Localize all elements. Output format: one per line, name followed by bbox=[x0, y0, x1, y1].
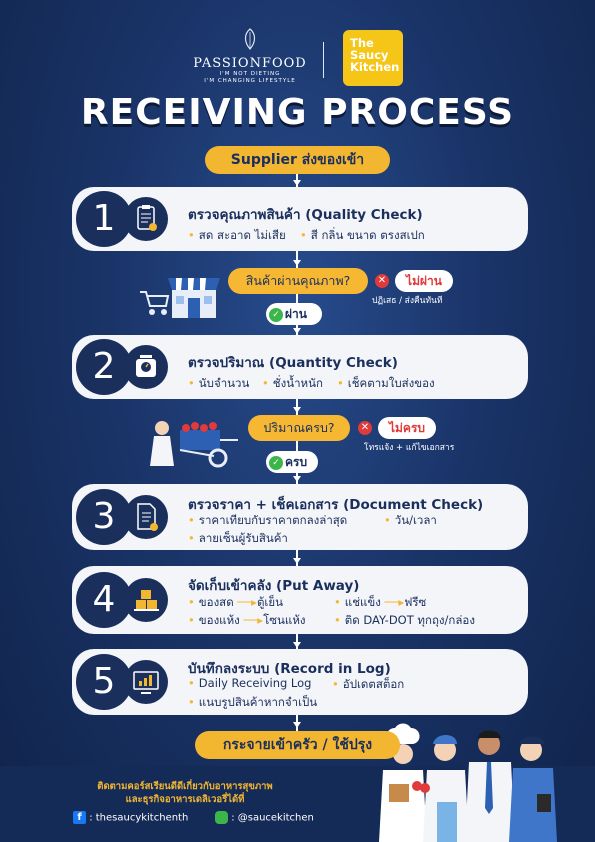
facebook-handle: : thesaucykitchenth bbox=[89, 812, 189, 824]
arrow-right-icon: ──▸ bbox=[380, 595, 405, 609]
step-item: •เช็คตามใบส่งของ bbox=[337, 376, 435, 390]
complete-label: ✓ครบ bbox=[266, 451, 318, 473]
passionfood-logo: PASSIONFOOD I'M NOT DIETING I'M CHANGING… bbox=[190, 56, 310, 85]
step-item: •แนบรูปสินค้าหากจำเป็น bbox=[188, 695, 318, 709]
footer-line-1: ติดตามคอร์สเรียนดีดีเกี่ยวกับอาหารสุขภาพ bbox=[97, 781, 273, 792]
x-mark-icon: ✕ bbox=[358, 421, 372, 435]
start-node: Supplier ส่งของเข้า bbox=[205, 146, 390, 174]
line-handle: : @saucekitchen bbox=[231, 812, 314, 824]
step-card-4: 4 จัดเก็บเข้าคลัง (Put Away) •ของสด ──▸ต… bbox=[72, 566, 528, 634]
footer-message: ติดตามคอร์สเรียนดีดีเกี่ยวกับอาหารสุขภาพ… bbox=[80, 780, 290, 806]
pass-label: ✓ผ่าน bbox=[266, 303, 322, 325]
decision-quality: สินค้าผ่านคุณภาพ? bbox=[228, 268, 368, 294]
step-number: 1 bbox=[76, 191, 132, 247]
arrow-right-icon: ──▸ bbox=[239, 613, 264, 627]
arrow-icon bbox=[293, 722, 301, 728]
arrow-icon bbox=[293, 407, 301, 413]
delivery-cart-illustration bbox=[146, 416, 242, 470]
chef-team-illustration bbox=[365, 722, 595, 842]
brand-tagline-1: I'M NOT DIETING bbox=[219, 71, 281, 77]
decision-quantity: ปริมาณครบ? bbox=[248, 415, 350, 441]
arrow-icon bbox=[293, 642, 301, 648]
step-number: 3 bbox=[76, 489, 132, 545]
brand-name: PASSIONFOOD bbox=[193, 56, 307, 71]
leaf-logo-icon bbox=[241, 28, 259, 50]
fail-note: ปฏิเสธ / ส่งคืนทันที bbox=[372, 296, 443, 306]
line-app-icon bbox=[215, 811, 228, 824]
check-icon: ✓ bbox=[269, 307, 283, 322]
step-card-5: 5 บันทึกลงระบบ (Record in Log) •Daily Re… bbox=[72, 649, 528, 715]
brand-divider bbox=[323, 42, 324, 78]
end-node: กระจายเข้าครัว / ใช้ปรุง bbox=[195, 731, 400, 759]
step-number: 4 bbox=[76, 572, 132, 628]
step-card-2: 2 ตรวจปริมาณ (Quantity Check) •นับจำนวน … bbox=[72, 335, 528, 399]
step-card-1: 1 ตรวจคุณภาพสินค้า (Quality Check) •สด ส… bbox=[72, 187, 528, 251]
step-number: 5 bbox=[76, 654, 132, 710]
arrow-icon bbox=[293, 180, 301, 186]
saucy-line-2: Saucy bbox=[350, 48, 389, 62]
weighing-scale-icon bbox=[124, 345, 168, 389]
incomplete-label: ไม่ครบ bbox=[378, 417, 436, 439]
facebook-icon: f bbox=[73, 811, 86, 824]
facebook-link[interactable]: f : thesaucykitchenth bbox=[73, 811, 188, 824]
step-title: บันทึกลงระบบ (Record in Log) bbox=[188, 661, 391, 677]
step-item: •นับจำนวน bbox=[188, 376, 250, 390]
arrow-icon bbox=[293, 328, 301, 334]
shop-illustration bbox=[138, 270, 220, 320]
step-title: ตรวจราคา + เช็คเอกสาร (Document Check) bbox=[188, 497, 484, 513]
step-number: 2 bbox=[76, 339, 132, 395]
step-item: •อัปเดตสต็อก bbox=[332, 677, 405, 691]
brand-tagline-2: I'M CHANGING LIFESTYLE bbox=[204, 78, 296, 84]
step-item: •Daily Receiving Log bbox=[188, 676, 312, 690]
step-item: •ของสด ──▸ตู้เย็น bbox=[188, 595, 283, 609]
saucy-kitchen-logo: The Saucy Kitchen bbox=[343, 30, 403, 86]
step-item: •วัน/เวลา bbox=[384, 513, 437, 527]
clipboard-check-icon bbox=[124, 197, 168, 241]
step-item: •ติด DAY-DOT ทุกถุง/กล่อง bbox=[334, 613, 475, 627]
document-check-icon bbox=[124, 495, 168, 539]
x-mark-icon: ✕ bbox=[375, 274, 389, 288]
saucy-line-3: Kitchen bbox=[350, 60, 400, 74]
step-item: •ราคาเทียบกับราคาตกลงล่าสุด bbox=[188, 513, 348, 527]
step-item: •แช่แข็ง ──▸ฟรีซ bbox=[334, 595, 427, 609]
arrow-icon bbox=[293, 558, 301, 564]
step-item: •สด สะอาด ไม่เสีย bbox=[188, 228, 286, 242]
check-icon: ✓ bbox=[269, 455, 283, 470]
arrow-icon bbox=[293, 260, 301, 266]
incomplete-note: โทรแจ้ง + แก้ไขเอกสาร bbox=[364, 443, 455, 453]
step-card-3: 3 ตรวจราคา + เช็คเอกสาร (Document Check)… bbox=[72, 484, 528, 550]
arrow-right-icon: ──▸ bbox=[233, 595, 257, 609]
step-title: จัดเก็บเข้าคลัง (Put Away) bbox=[188, 578, 360, 594]
step-item: •ชั่งน้ำหนัก bbox=[262, 376, 323, 390]
step-item: •สี กลิ่น ขนาด ตรงสเปก bbox=[300, 228, 425, 242]
fail-label: ไม่ผ่าน bbox=[395, 270, 453, 292]
monitor-chart-icon bbox=[124, 660, 168, 704]
boxes-icon bbox=[124, 578, 168, 622]
arrow-icon bbox=[293, 476, 301, 482]
step-item: •ของแห้ง ──▸โซนแห้ง bbox=[188, 613, 306, 627]
step-item: •ลายเซ็นผู้รับสินค้า bbox=[188, 531, 288, 545]
line-link[interactable]: : @saucekitchen bbox=[215, 811, 314, 824]
footer-line-2: และธุรกิจอาหารเดลิเวอรี่ได้ที่ bbox=[125, 794, 245, 805]
step-title: ตรวจคุณภาพสินค้า (Quality Check) bbox=[188, 207, 423, 223]
saucy-line-1: The bbox=[350, 36, 374, 50]
step-title: ตรวจปริมาณ (Quantity Check) bbox=[188, 355, 398, 371]
page-title: RECEIVING PROCESS bbox=[80, 92, 515, 133]
